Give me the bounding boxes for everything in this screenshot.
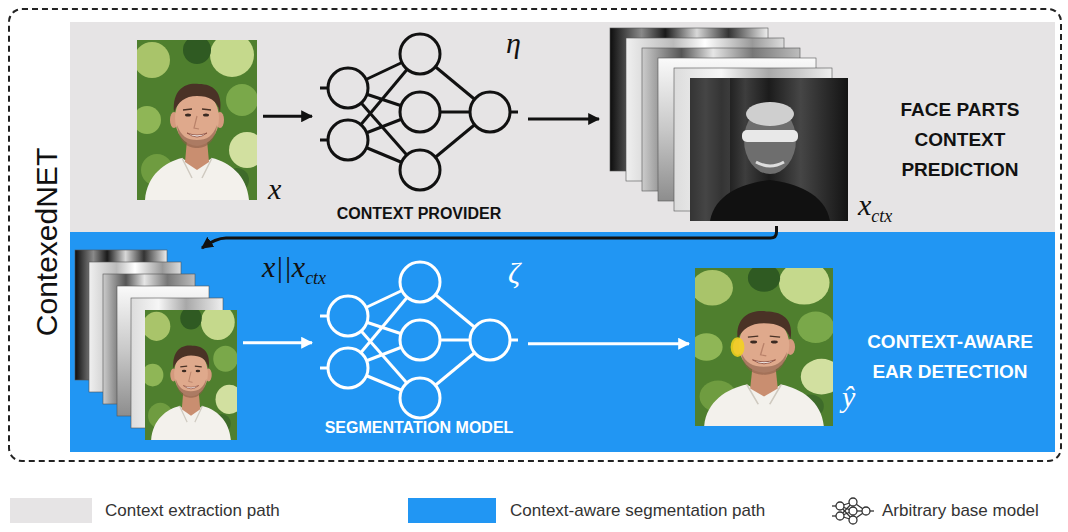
flow-arrow: [528, 342, 689, 345]
flow-arrow: [202, 226, 777, 248]
math-label: xctx: [858, 188, 892, 233]
node-text: x: [268, 172, 281, 206]
node-text: ζ: [508, 256, 520, 290]
subscript: ctx: [871, 206, 892, 226]
legend-label: Context-aware segmentation path: [510, 498, 765, 523]
flow-arrow: [243, 341, 312, 344]
input-photo-image: [137, 40, 257, 200]
output-photo-image: [695, 268, 833, 426]
network-legend-icon: [832, 496, 874, 526]
segmentation-network: ζSEGMENTATION MODEL: [318, 258, 520, 423]
subscript: ctx: [305, 268, 326, 288]
network-icon: [318, 30, 520, 195]
node-text: SEGMENTATION MODEL: [308, 418, 530, 438]
concatenated-images: [75, 250, 237, 440]
flow-arrow: [263, 115, 312, 118]
node-text: CONTEXT-AWARE EAR DETECTION: [855, 327, 1045, 387]
math-symbol: x: [858, 188, 871, 221]
context-map-images: [605, 28, 850, 223]
node-text: η: [506, 26, 521, 60]
context-provider-network: ηCONTEXT PROVIDER: [318, 30, 520, 195]
node-text: CONTEXT PROVIDER: [318, 204, 520, 224]
legend-label: Context extraction path: [105, 498, 280, 523]
concatenated-input-stack: x||xctx: [75, 250, 237, 440]
input-photo: x: [137, 40, 257, 200]
framework-frame: x ηCONTEXT PROVIDER xctxFACE PARTS CONTE…: [8, 8, 1062, 462]
legend-swatch: [10, 498, 92, 523]
node-text: ContexedNET: [32, 148, 62, 336]
math-symbol: x||x: [262, 250, 305, 283]
legend-swatch: [408, 498, 496, 523]
node-text: ŷ: [842, 380, 855, 414]
context-map-stack: xctx: [605, 28, 850, 223]
flow-arrow: [528, 118, 599, 121]
output-photo: ŷ: [695, 268, 833, 426]
math-label: x||xctx: [262, 250, 326, 295]
network-icon: [318, 258, 520, 423]
segmentation-band: x||xctx ζSEGMENTATION MODEL ŷCONTEXT-AWA…: [70, 232, 1055, 452]
context-band: x ηCONTEXT PROVIDER xctxFACE PARTS CONTE…: [70, 22, 1055, 232]
node-text: FACE PARTS CONTEXT PREDICTION: [880, 95, 1040, 185]
legend-label: Arbitrary base model: [882, 498, 1039, 523]
